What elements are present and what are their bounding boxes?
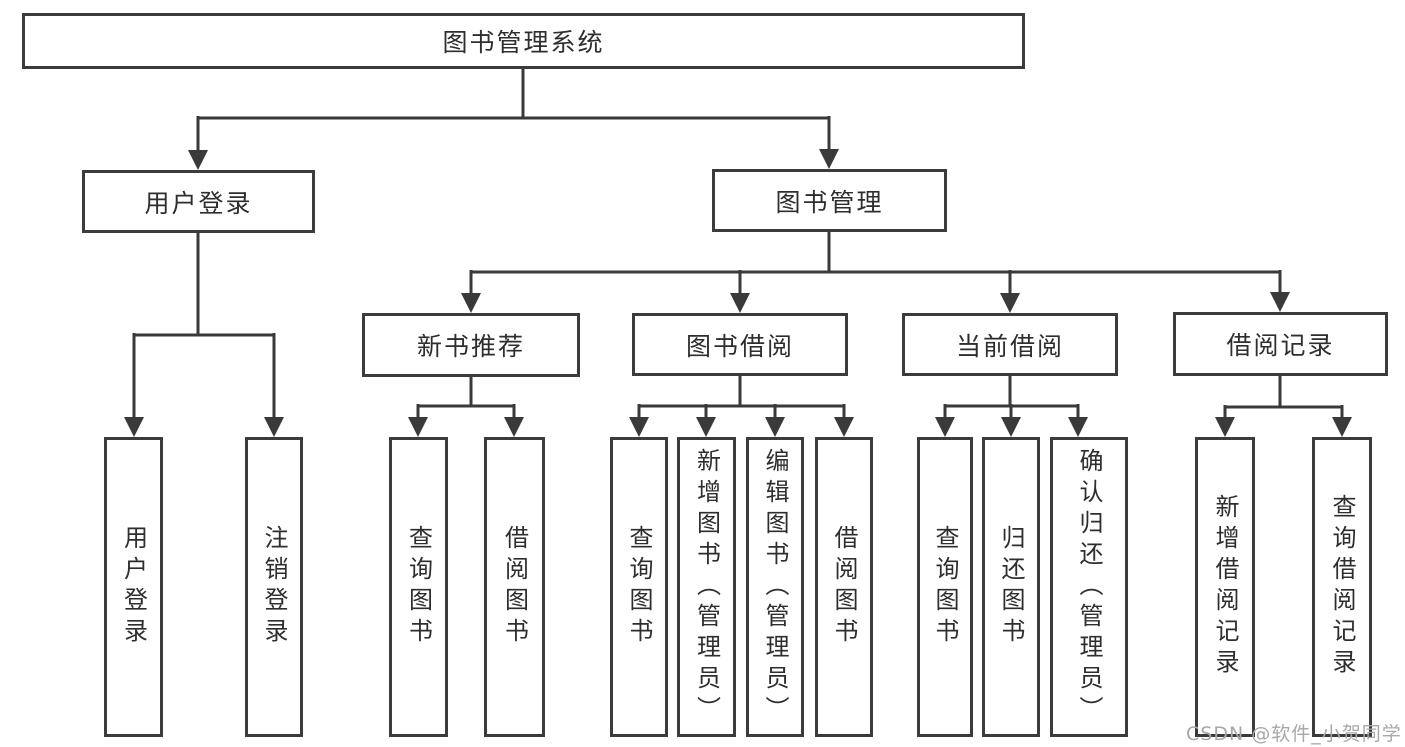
leaf-current-return-books: 归还图书 <box>982 437 1040 737</box>
leaf-borrow-borrow-books: 借阅图书 <box>815 437 873 737</box>
leaf-user-login: 用户登录 <box>104 437 163 737</box>
leaf-current-confirm-return-admin: 确认归还（管理员） <box>1050 437 1128 737</box>
leaf-borrow-query-books: 查询图书 <box>610 437 668 737</box>
leaf-logout: 注销登录 <box>245 437 303 737</box>
leaf-borrow-edit-books-admin: 编辑图书（管理员） <box>746 437 804 737</box>
leaf-current-query-books: 查询图书 <box>917 437 973 737</box>
leaf-records-add-record: 新增借阅记录 <box>1195 437 1255 737</box>
arrowheads <box>124 149 1352 437</box>
watermark: CSDN @软件_小贺同学 <box>1186 723 1402 745</box>
node-user-login: 用户登录 <box>82 170 315 233</box>
node-new-book-recommend: 新书推荐 <box>362 313 580 377</box>
node-book-borrow: 图书借阅 <box>632 313 848 376</box>
leaf-borrow-add-books-admin: 新增图书（管理员） <box>677 437 736 737</box>
node-borrow-records: 借阅记录 <box>1173 312 1388 376</box>
node-root: 图书管理系统 <box>22 13 1025 69</box>
node-current-borrow: 当前借阅 <box>902 313 1118 376</box>
node-book-management: 图书管理 <box>712 169 947 232</box>
leaf-recommend-borrow-books: 借阅图书 <box>484 437 545 737</box>
leaf-records-query-record: 查询借阅记录 <box>1312 437 1372 737</box>
leaf-recommend-query-books: 查询图书 <box>389 437 448 737</box>
